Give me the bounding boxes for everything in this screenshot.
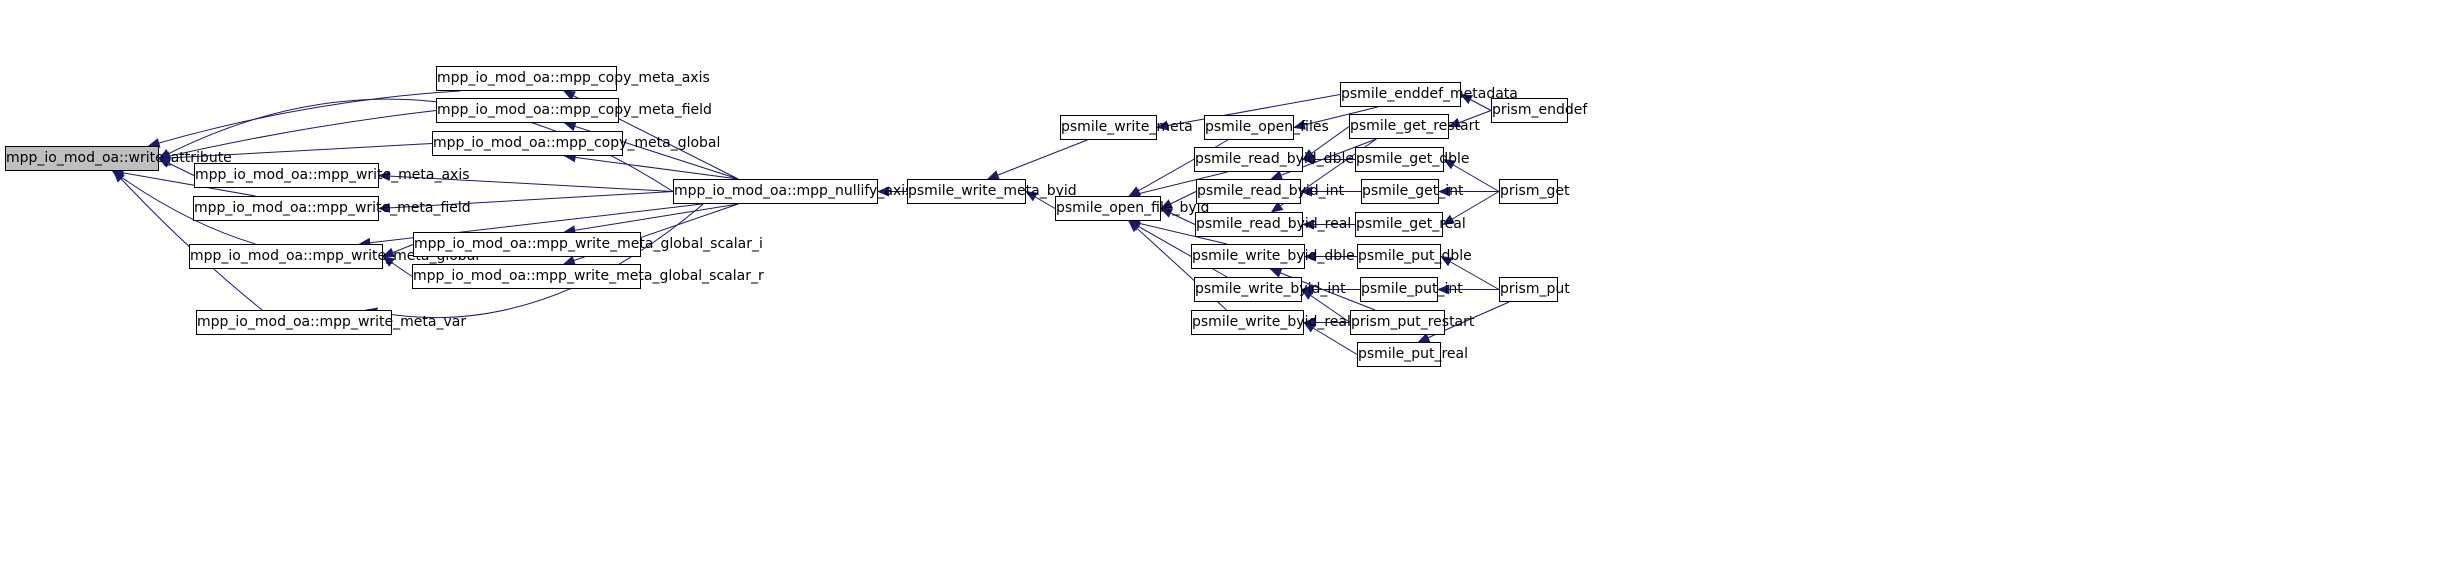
node-prism-get[interactable]: prism_get [1499,179,1569,204]
call-edge-prism-put-restart-to-psmile-write-byid-int [1301,288,1351,323]
node-psmile-write-meta-byid[interactable]: psmile_write_meta_byid [907,179,1077,204]
node-psmile-write-meta[interactable]: psmile_write_meta [1060,115,1193,140]
node-mpp-nullify-axistype-array[interactable]: mpp_io_mod_oa::mpp_nullify_axistype_arra… [673,179,987,204]
node-mpp-write-meta-var[interactable]: mpp_io_mod_oa::mpp_write_meta_var [196,310,466,335]
call-edge-nullify-axistype-array-to-copy-meta-global [563,152,739,180]
call-edge-psmile-enddef-metadata-to-psmile-open-files [1293,106,1378,130]
call-edge-write-meta-var-to-write-attribute [113,170,263,311]
call-edge-nullify-axistype-array-to-write-meta-field [378,191,674,213]
call-edge-prism-get-to-psmile-get-real [1442,191,1500,226]
call-edge-nullify-axistype-array-to-write-meta-axis [378,171,674,192]
node-mpp-copy-meta-field[interactable]: mpp_io_mod_oa::mpp_copy_meta_field [436,98,712,123]
node-prism-put-restart[interactable]: prism_put_restart [1350,310,1474,335]
call-edge-psmile-enddef-metadata-to-psmile-write-meta [1156,94,1341,131]
node-mpp-write-meta-axis[interactable]: mpp_io_mod_oa::mpp_write_meta_axis [194,163,470,188]
node-psmile-read-byid-int[interactable]: psmile_read_byid_int [1196,179,1344,204]
node-psmile-get-dble[interactable]: psmile_get_dble [1355,147,1469,172]
call-edge-prism-put-to-psmile-put-dble [1440,256,1500,290]
call-edge-psmile-open-file-byid-to-psmile-write-meta-byid [1025,190,1056,209]
node-mpp-copy-meta-axis[interactable]: mpp_io_mod_oa::mpp_copy_meta_axis [436,66,710,91]
node-psmile-get-real[interactable]: psmile_get_real [1355,212,1466,237]
call-edge-psmile-read-byid-int-to-psmile-open-file-byid [1160,191,1197,209]
node-psmile-read-byid-dble[interactable]: psmile_read_byid_dble [1194,147,1354,172]
node-mpp-write-meta-global-scalar-i[interactable]: mpp_io_mod_oa::mpp_write_meta_global_sca… [413,232,763,257]
node-psmile-put-dble[interactable]: psmile_put_dble [1357,244,1472,269]
call-edge-prism-put-to-psmile-put-real [1417,301,1510,343]
call-edge-nullify-axistype-array-to-write-meta-global [358,203,703,248]
node-psmile-get-int[interactable]: psmile_get_int [1361,179,1463,204]
node-psmile-put-int[interactable]: psmile_put_int [1360,277,1463,302]
node-psmile-write-byid-int[interactable]: psmile_write_byid_int [1194,277,1346,302]
call-edge-write-meta-field-to-write-attribute [111,167,256,197]
call-edge-psmile-get-restart-to-psmile-read-byid-int [1270,138,1377,180]
node-psmile-enddef-metadata[interactable]: psmile_enddef_metadata [1340,82,1518,107]
call-edge-copy-meta-global-to-write-attribute [158,143,433,163]
node-mpp-copy-meta-global[interactable]: mpp_io_mod_oa::mpp_copy_meta_global [432,131,720,156]
call-edge-prism-enddef-to-psmile-get-restart [1448,110,1492,128]
call-edge-nullify-axistype-array-to-copy-meta-field [563,121,739,180]
node-mpp-write-meta-global[interactable]: mpp_io_mod_oa::mpp_write_meta_global [189,244,479,269]
node-psmile-put-real[interactable]: psmile_put_real [1357,342,1468,367]
node-mpp-write-meta-global-scalar-r[interactable]: mpp_io_mod_oa::mpp_write_meta_global_sca… [412,264,764,289]
call-edge-write-meta-global-scalar-r-to-write-meta-global [382,255,413,277]
call-edge-nullify-axistype-array-to-write-meta-var [365,203,704,319]
call-edge-prism-get-to-psmile-get-dble [1443,158,1500,192]
node-prism-put[interactable]: prism_put [1499,277,1570,302]
node-mpp-write-meta-field[interactable]: mpp_io_mod_oa::mpp_write_meta_field [193,196,471,221]
node-psmile-write-byid-dble[interactable]: psmile_write_byid_dble [1191,244,1355,269]
call-edge-write-meta-global-scalar-i-to-write-meta-global [382,244,414,258]
call-edge-psmile-put-real-to-psmile-write-byid-real [1303,321,1358,355]
call-edge-psmile-read-byid-dble-to-psmile-open-file-byid [1128,171,1228,199]
call-edge-nullify-axistype-array-to-write-meta-global-scalar-i [563,203,739,236]
node-psmile-open-file-byid[interactable]: psmile_open_file_byid [1055,196,1209,221]
call-edge-write-meta-global-to-write-attribute [111,170,256,245]
node-psmile-get-restart[interactable]: psmile_get_restart [1349,114,1480,139]
call-edge-psmile-write-meta-to-psmile-write-meta-byid [986,139,1088,180]
node-psmile-read-byid-real[interactable]: psmile_read_byid_real [1195,212,1351,237]
call-edge-copy-meta-axis-to-write-attribute [147,90,460,148]
node-psmile-open-files[interactable]: psmile_open_files [1204,115,1329,140]
call-edge-prism-enddef-to-psmile-enddef-metadata [1460,94,1492,111]
call-edge-psmile-read-byid-real-to-psmile-open-file-byid [1160,208,1196,225]
node-write-attribute: mpp_io_mod_oa::write_attribute [5,146,232,171]
node-prism-enddef[interactable]: prism_enddef [1491,98,1587,123]
node-psmile-write-byid-real[interactable]: psmile_write_byid_real [1191,310,1351,335]
call-edge-copy-meta-field-to-write-attribute [158,110,437,161]
call-edge-write-meta-axis-to-write-attribute [158,158,195,176]
